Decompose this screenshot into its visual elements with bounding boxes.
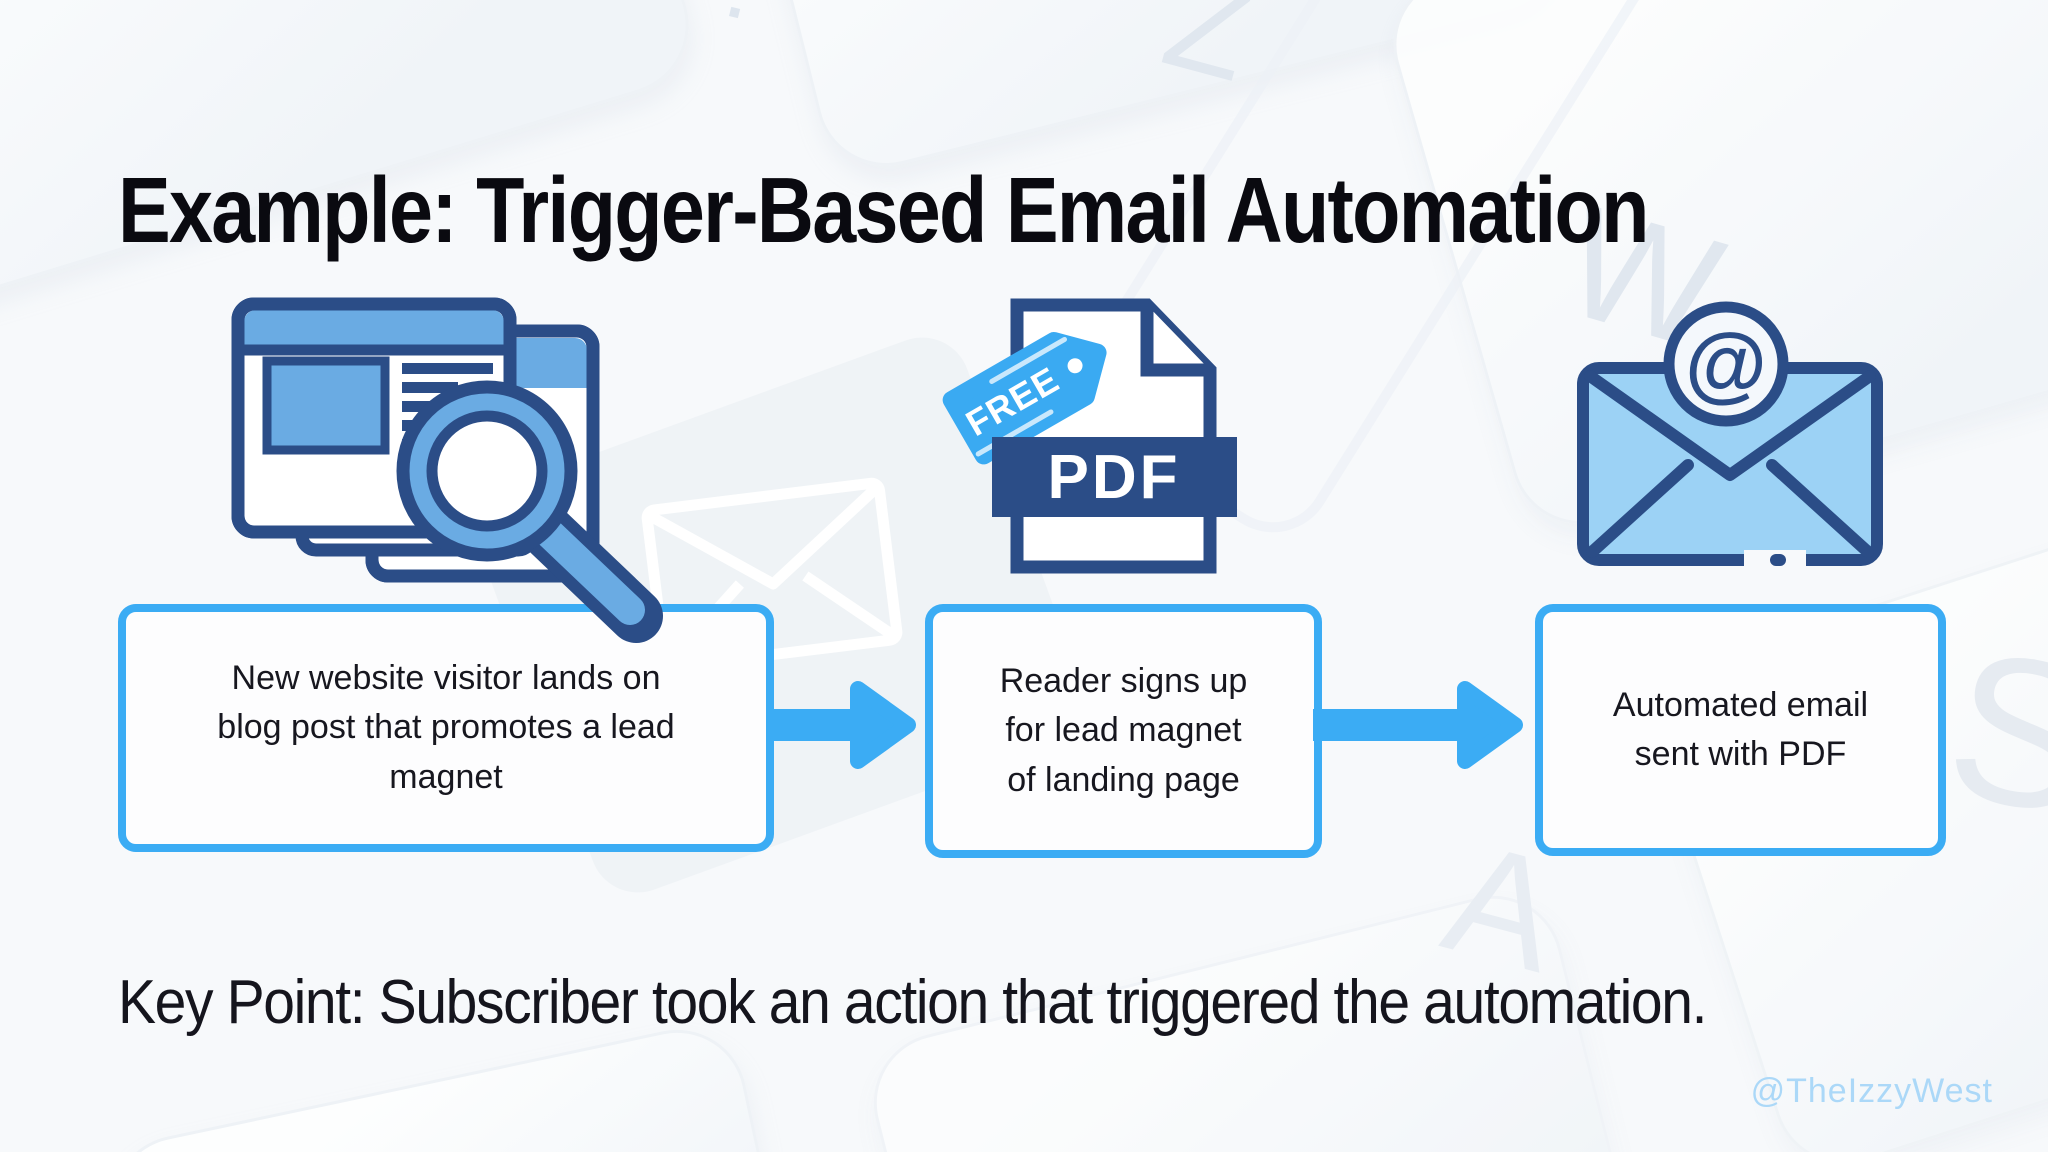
page-title: Example: Trigger-Based Email Automation [118,158,1649,263]
step-3-label: Automated email sent with PDF [1612,685,1869,773]
flow-arrow-2 [1313,681,1523,769]
keyboard-key-shape [99,1016,807,1152]
watermark-handle: @TheIzzyWest [1750,1072,1993,1110]
key-point-text: Key Point: Subscriber took an action tha… [118,968,1707,1037]
step-1-label: New website visitor lands on blog post t… [217,659,675,796]
keyboard-letter-exclamation: ! [716,0,768,41]
free-pdf-icon: FREE PDF [942,298,1237,574]
step-2-label: Reader signs up for lead magnet of landi… [999,662,1248,799]
flow-arrow-1 [768,681,916,769]
free-tag: FREE [942,332,1107,465]
step-box-1: New website visitor lands on blog post t… [118,604,774,852]
pdf-banner-label: PDF [1048,443,1181,512]
at-symbol: @ [1685,316,1767,410]
step-box-2: Reader signs up for lead magnet of landi… [925,604,1322,858]
step-box-3: Automated email sent with PDF [1535,604,1946,856]
email-at-icon: @ [1577,301,1883,568]
browser-search-icon [231,297,663,643]
